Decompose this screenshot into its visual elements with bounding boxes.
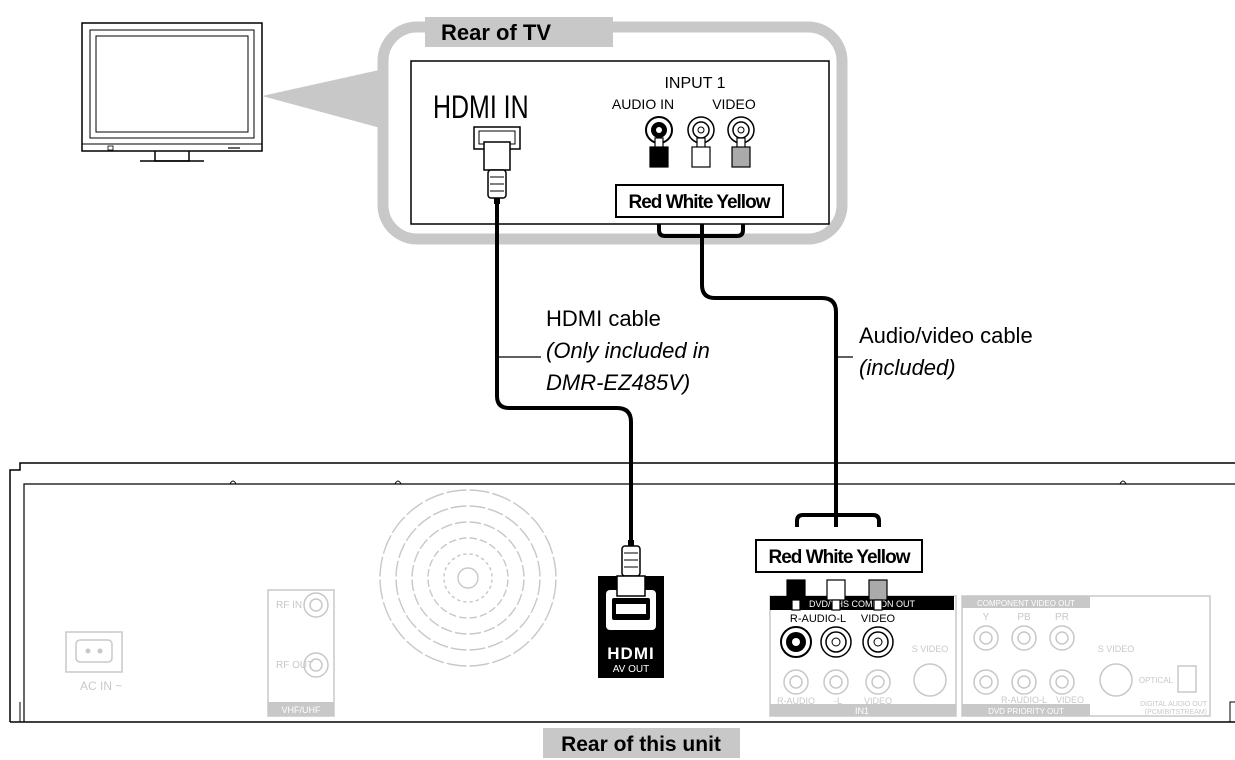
input1-label: INPUT 1: [664, 75, 725, 92]
unit-rear-panel: AC IN ~ RF IN RF OUT VHF/UHF HDMI AV OUT: [9, 462, 1235, 723]
hdmi-cable-note-1: (Only included in: [546, 338, 710, 363]
unit-audio-out-l: [820, 626, 852, 658]
grille-spoke: [389, 531, 459, 574]
comp-pr: PR: [1055, 612, 1069, 623]
tv-video-jack-yellow: [727, 116, 755, 144]
hdmi-cable-label: HDMI cable: [546, 306, 661, 331]
grille-spoke: [443, 589, 467, 666]
in1-label: IN1: [855, 706, 869, 716]
tv-plug-colors-label: Red White Yellow: [629, 192, 771, 213]
unit-hdmi-av-out: HDMI AV OUT: [598, 576, 664, 678]
hdmi-cable: [495, 204, 633, 542]
grille-spoke: [469, 490, 493, 567]
comp-pb: PB: [1017, 612, 1031, 623]
grille-spoke: [389, 582, 459, 625]
rf-in-label: RF IN: [276, 600, 302, 611]
tv-rear-title: Rear of TV: [441, 20, 551, 45]
h-video: VIDEO: [1056, 695, 1084, 705]
s-video-label: S VIDEO: [1098, 644, 1135, 654]
grille-spoke: [475, 513, 533, 571]
in1-r-audio: R-AUDIO: [777, 696, 815, 706]
av-cable: [657, 224, 881, 527]
h-audio-l: R-AUDIO-L: [1001, 695, 1047, 705]
in1-video: VIDEO: [864, 696, 892, 706]
grille-spoke: [403, 585, 461, 643]
video-label: VIDEO: [712, 96, 756, 112]
unit-plug-colors-label: Red White Yellow: [769, 547, 911, 568]
unit-video-out: [862, 626, 894, 658]
r-audio-l-label: R-AUDIO-L: [790, 613, 846, 625]
grille-spoke: [380, 579, 457, 603]
unit-rear-title: Rear of this unit: [561, 733, 721, 756]
digital-audio-label: DIGITAL AUDIO OUT: [1140, 701, 1208, 708]
av-out-label: AV OUT: [613, 664, 649, 675]
grille-spoke: [477, 531, 547, 574]
av-cable-note: (included): [859, 355, 956, 380]
hdmi-logo: HDMI: [607, 644, 654, 663]
out-group-label: DVD/VHS COMMON OUT: [809, 599, 916, 609]
grille-spoke: [475, 585, 533, 643]
tv-rca-plugs: [649, 137, 751, 168]
comp-y: Y: [983, 612, 990, 623]
ac-in-label: AC IN ~: [80, 679, 122, 693]
unit-hdmi-plug: [616, 540, 646, 597]
dvd-priority-label: DVD PRIORITY OUT: [988, 707, 1064, 716]
grille-spoke: [472, 499, 515, 569]
grille-spoke: [477, 582, 547, 625]
tv-audio-jack-red: [645, 116, 673, 144]
component-panel: COMPONENT VIDEO OUT Y PB PR S VIDEO OPTI…: [961, 595, 1211, 717]
grille-spoke: [472, 587, 515, 657]
grille-spoke: [421, 587, 464, 657]
grille-spoke: [421, 499, 464, 569]
av-cable-label: Audio/video cable: [859, 323, 1033, 348]
optical-label: OPTICAL: [1139, 676, 1174, 685]
grille-spoke: [380, 553, 457, 577]
grille-spoke: [469, 589, 493, 666]
digital-audio-sub: (PCM/BITSTREAM): [1145, 709, 1207, 716]
grille-spoke: [479, 553, 556, 577]
unit-audio-out-r: [780, 626, 812, 658]
grille-spoke: [403, 513, 461, 571]
tv-hdmi-plug: [483, 141, 511, 204]
hdmi-cable-note-2: DMR-EZ485V): [546, 370, 690, 395]
audio-in-label: AUDIO IN: [612, 96, 674, 112]
grille-spoke: [443, 490, 467, 567]
in1-l: -L: [834, 696, 842, 706]
tv-icon: [81, 22, 263, 162]
unit-rca-plugs: [786, 579, 888, 611]
hdmi-in-label: HDMI IN: [433, 90, 529, 126]
grille-spoke: [479, 579, 556, 603]
vhf-uhf-label: VHF/UHF: [282, 705, 321, 715]
in1-s-video: S VIDEO: [912, 644, 949, 654]
component-label: COMPONENT VIDEO OUT: [977, 599, 1075, 608]
video-out-label: VIDEO: [861, 613, 896, 625]
rf-out-label: RF OUT: [276, 660, 313, 671]
